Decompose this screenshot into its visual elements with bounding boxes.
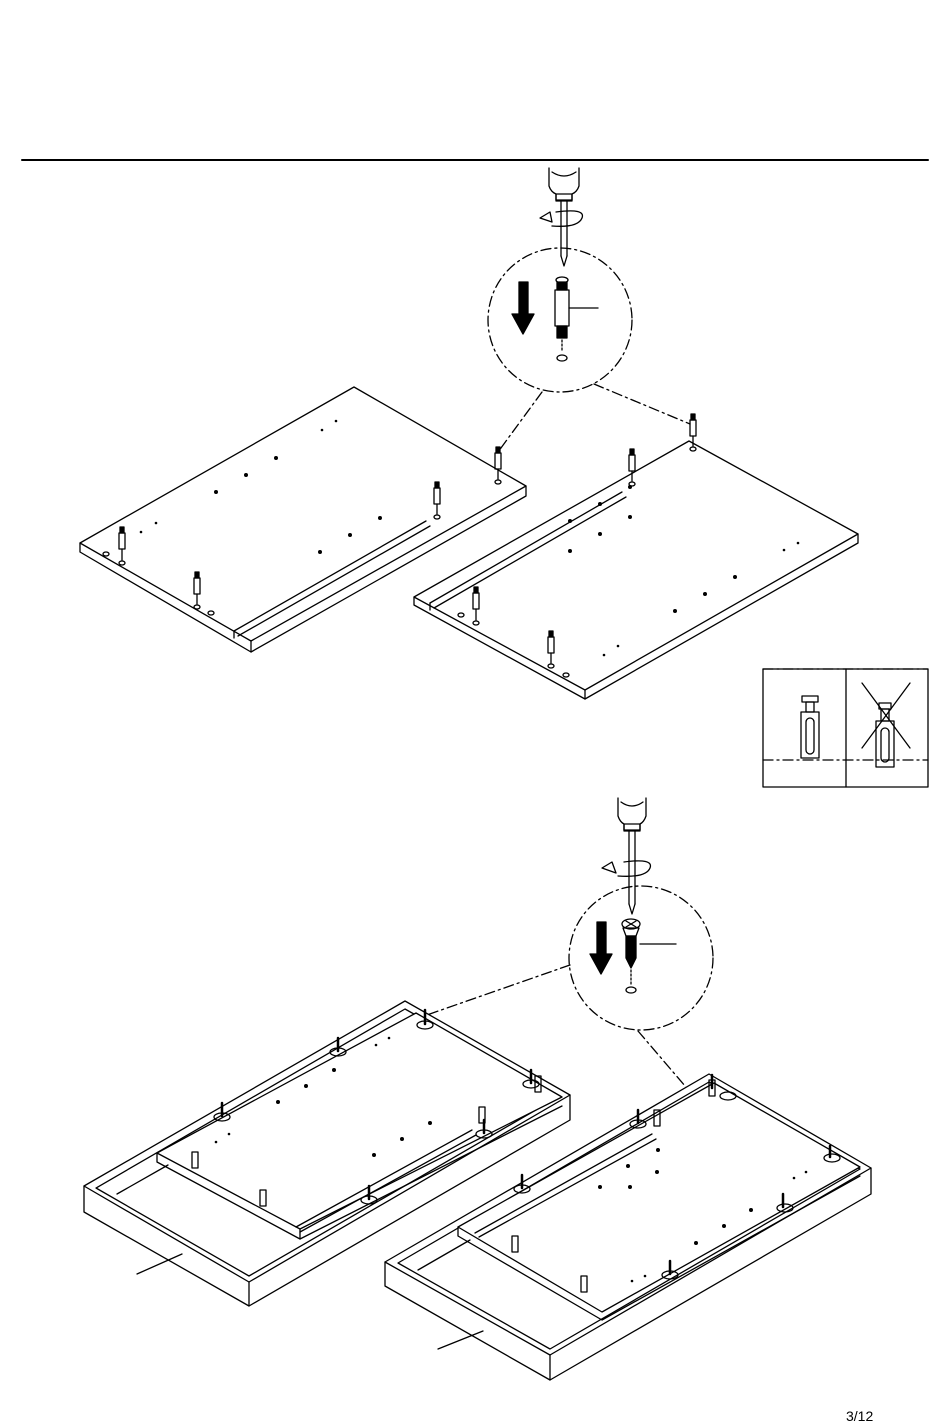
rotate-clockwise-icon [602,861,650,876]
detail-callout-circle [569,886,713,1030]
arrow-down-icon [512,282,534,334]
arrow-down-icon [590,922,612,974]
page-number: 3/12 [846,1408,873,1424]
wood-screw-icon [622,919,640,993]
cam-bolt-protruding-crossed-icon [862,683,910,767]
detail-callout-circle [488,248,632,392]
callout-leader-dashdot [424,965,570,1016]
callout-leader-dashdot [594,384,690,424]
cam-bolt-icon [555,277,569,361]
correct-wrong-panel [763,669,928,787]
part-leader-line [438,1331,483,1349]
step-1-cam-bolt [80,168,858,699]
screwdriver-icon [549,168,579,266]
cam-bolt-fully-inserted-icon [801,696,819,758]
side-panel-right [414,414,858,699]
screwdriver-icon [618,798,646,914]
callout-leader-dashdot [498,392,542,452]
step-2-screw-fastening [84,798,871,1380]
